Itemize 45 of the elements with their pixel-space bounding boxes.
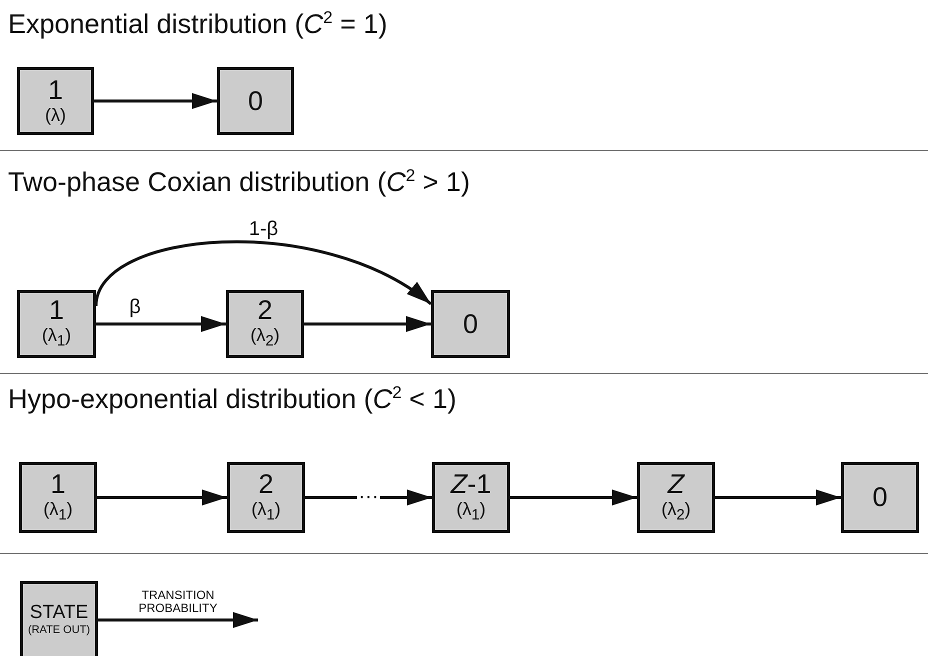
state-label: 2 bbox=[258, 470, 274, 498]
arrow bbox=[98, 612, 258, 628]
rate-label: (λ) bbox=[45, 106, 66, 126]
arrow bbox=[305, 490, 432, 506]
state-box bbox=[19, 462, 97, 533]
state-label: 1 bbox=[48, 76, 64, 104]
state-box bbox=[841, 462, 919, 533]
section-heading: Exponential distribution (C$^{2}$ = 1) bbox=[8, 8, 388, 40]
state-box bbox=[20, 581, 98, 656]
rate-label: (RATE OUT) bbox=[28, 624, 90, 637]
arrow bbox=[97, 490, 227, 506]
state-label: 0 bbox=[248, 88, 264, 114]
rate-label: (λ$_{1}$) bbox=[456, 500, 486, 524]
arrow bbox=[96, 316, 226, 332]
arrow bbox=[510, 490, 637, 506]
state-label: 0 bbox=[462, 310, 478, 338]
arrow bbox=[94, 93, 217, 109]
rate-label: (λ$_{1}$) bbox=[251, 500, 281, 524]
rate-label: (λ$_{1}$) bbox=[43, 500, 73, 524]
state-label: 1 bbox=[48, 297, 64, 324]
rate-label: (λ$_{2}$) bbox=[661, 500, 691, 524]
state-label: STATE bbox=[30, 603, 88, 622]
rate-label: (λ$_{2}$) bbox=[250, 326, 280, 351]
state-box bbox=[217, 67, 294, 135]
state-label: Z bbox=[668, 470, 684, 498]
state-box bbox=[226, 290, 304, 358]
state-box bbox=[637, 462, 715, 533]
state-box bbox=[17, 290, 96, 358]
state-label: 2 bbox=[257, 297, 273, 324]
section-heading: Hypo-exponential distribution (C$^{2}$ < 1) bbox=[8, 383, 456, 415]
state-box bbox=[432, 462, 510, 533]
arrow bbox=[304, 316, 431, 332]
state-label: 0 bbox=[872, 484, 888, 511]
rate-label: (λ$_{1}$) bbox=[42, 326, 72, 351]
state-box bbox=[431, 290, 510, 358]
state-label: Z-1 bbox=[450, 470, 492, 498]
state-box bbox=[227, 462, 305, 533]
edge-label: TRANSITION PROBABILITY bbox=[138, 588, 218, 614]
state-label: 1 bbox=[50, 470, 66, 498]
arrow bbox=[94, 240, 432, 306]
state-box bbox=[17, 67, 94, 135]
section-heading: Two-phase Coxian distribution (C$^{2}$ > 1) bbox=[8, 166, 470, 198]
edge-label: 1-β bbox=[248, 219, 278, 240]
edge-label: β bbox=[129, 297, 141, 318]
arrow bbox=[715, 490, 841, 506]
